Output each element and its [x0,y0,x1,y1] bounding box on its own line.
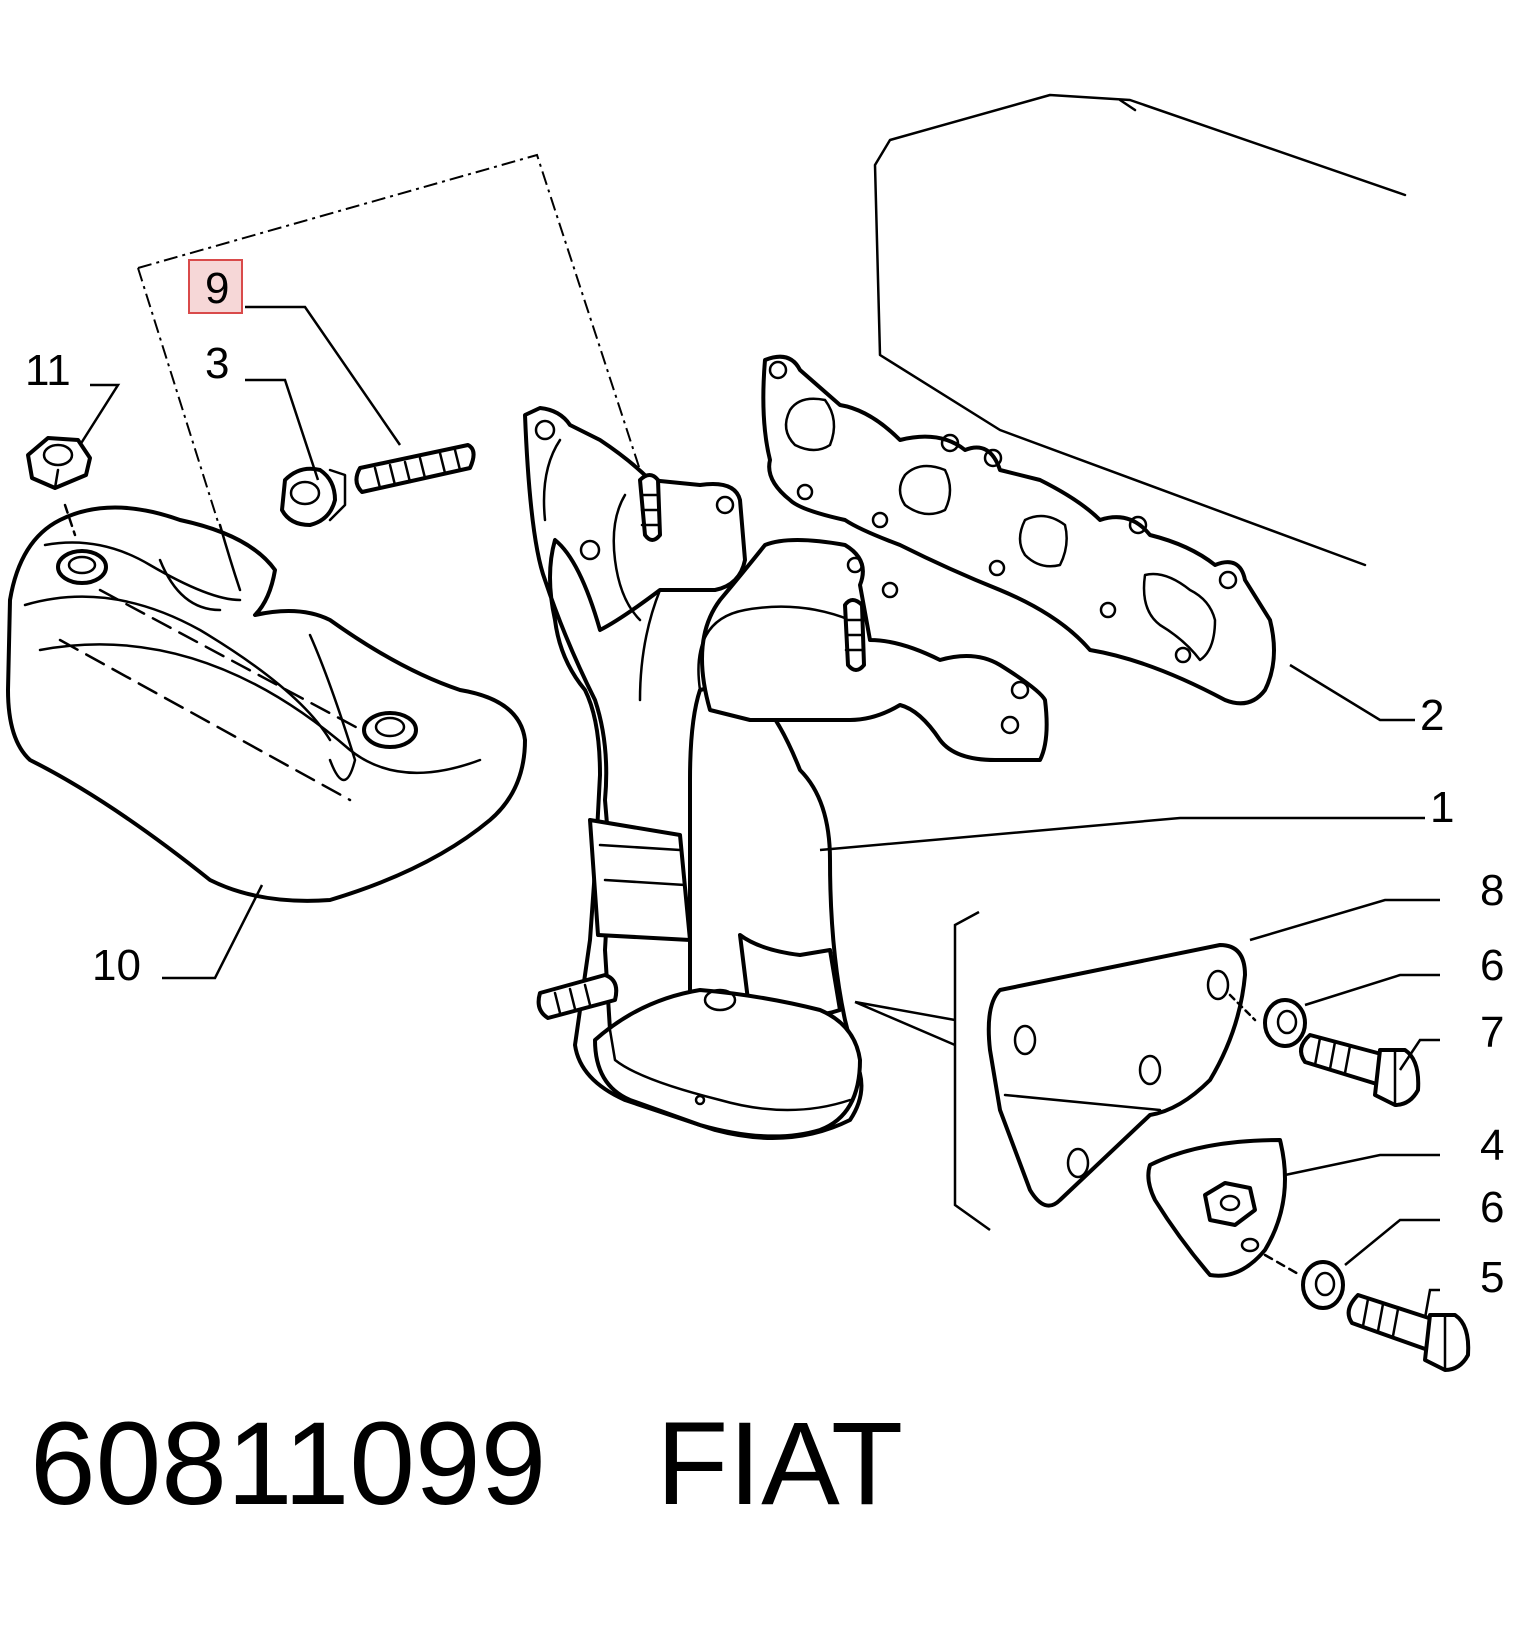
callout-2: 2 [1420,691,1444,740]
engine-block-outline [873,93,1407,567]
flange-nut-3 [280,466,347,527]
heat-shield [6,505,527,903]
bracket-4 [1146,1138,1302,1278]
stud-9 [354,443,476,494]
bracket-group-brace [854,910,991,1232]
callout-7: 7 [1480,1008,1504,1057]
callout-9: 9 [205,264,229,313]
callout-8: 8 [1480,866,1504,915]
callout-1: 1 [1430,783,1454,832]
part-number: 60811099 [30,1398,547,1530]
hex-nut-11 [26,436,92,537]
exhaust-manifold [523,406,1049,1140]
callout-9-highlight [188,259,243,314]
callout-labels: 9 3 11 10 2 1 8 6 7 4 6 5 [25,264,1504,1302]
callout-5: 5 [1480,1253,1504,1302]
callout-11: 11 [25,346,71,395]
callout-10: 10 [92,941,141,990]
washer-6-lower [1301,1260,1345,1310]
leader-lines [78,305,1440,1319]
washer-6-upper [1263,998,1307,1048]
bracket-8 [986,943,1257,1208]
callout-6-lower: 6 [1480,1183,1504,1232]
callout-6-upper: 6 [1480,941,1504,990]
callout-3: 3 [205,339,229,388]
manifold-gasket [761,354,1276,706]
brand-name: FIAT [656,1398,904,1530]
bolt-5 [1346,1293,1471,1372]
callout-4: 4 [1480,1121,1504,1170]
group-bracket [137,153,641,523]
